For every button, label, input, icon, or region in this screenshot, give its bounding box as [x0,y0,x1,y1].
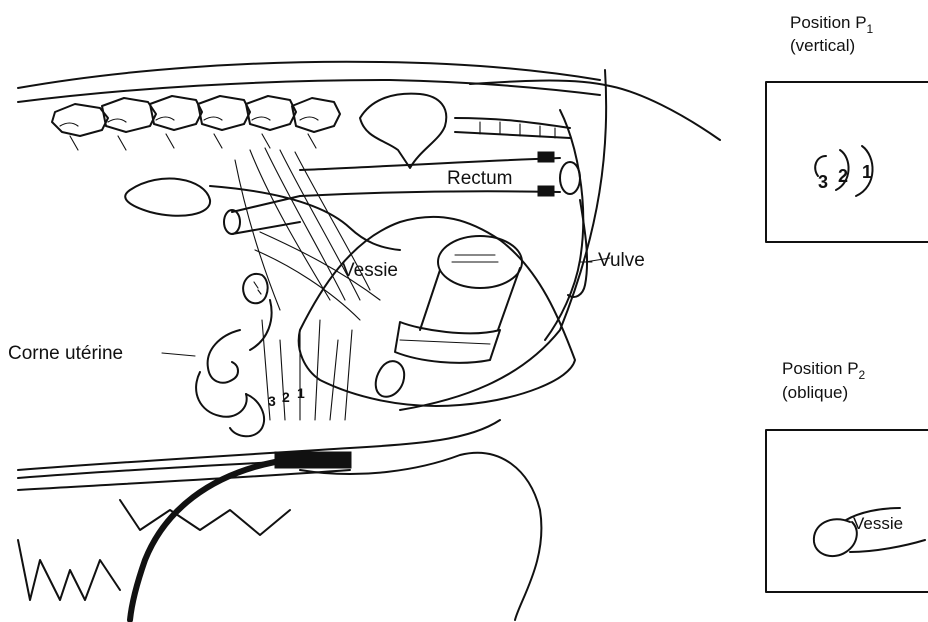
panel-p2-curve: Vessie [814,508,925,556]
marker-2-main: 2 [282,389,290,405]
belly-and-probe [18,420,541,620]
corne-uterine-label: Corne utérine [8,343,123,364]
panel-p1-subscript: 1 [867,22,874,36]
pelvic-anatomy-drawing: Rectum Vulve Vessie Corne utérine 3 2 1 [8,62,720,620]
panel-p2-subtitle: (oblique) [782,383,848,402]
vertebrae [52,94,570,168]
panel-p2-title: Position P2 [782,359,866,382]
spine-outline [18,62,720,140]
vulve-label: Vulve [598,250,645,271]
panel-position-p2: Position P2 (oblique) Vessie [766,359,928,592]
rectum-label: Rectum [447,168,512,189]
panel-p1-subtitle: (vertical) [790,36,855,55]
panel-p2-frame [766,430,928,592]
marker-3-p1: 3 [818,172,828,192]
panel-p1-title: Position P1 [790,13,874,36]
marker-3-main: 3 [268,393,276,409]
main-labels: Rectum Vulve Vessie Corne utérine 3 2 1 [8,168,645,409]
bladder-outline [299,217,575,406]
marker-1-p1: 1 [862,162,872,182]
panel-p2-vessie-label: Vessie [853,514,903,533]
uterine-horn [196,274,271,436]
panel-p1-markers: 3 2 1 [815,146,872,196]
marker-1-main: 1 [297,385,305,401]
marker-2-p1: 2 [838,166,848,186]
ovary-and-wire [125,179,400,250]
vessie-label: Vessie [342,260,398,281]
panel-position-p1: Position P1 (vertical) 3 2 1 [766,13,928,242]
panel-p2-subscript: 2 [859,368,866,382]
